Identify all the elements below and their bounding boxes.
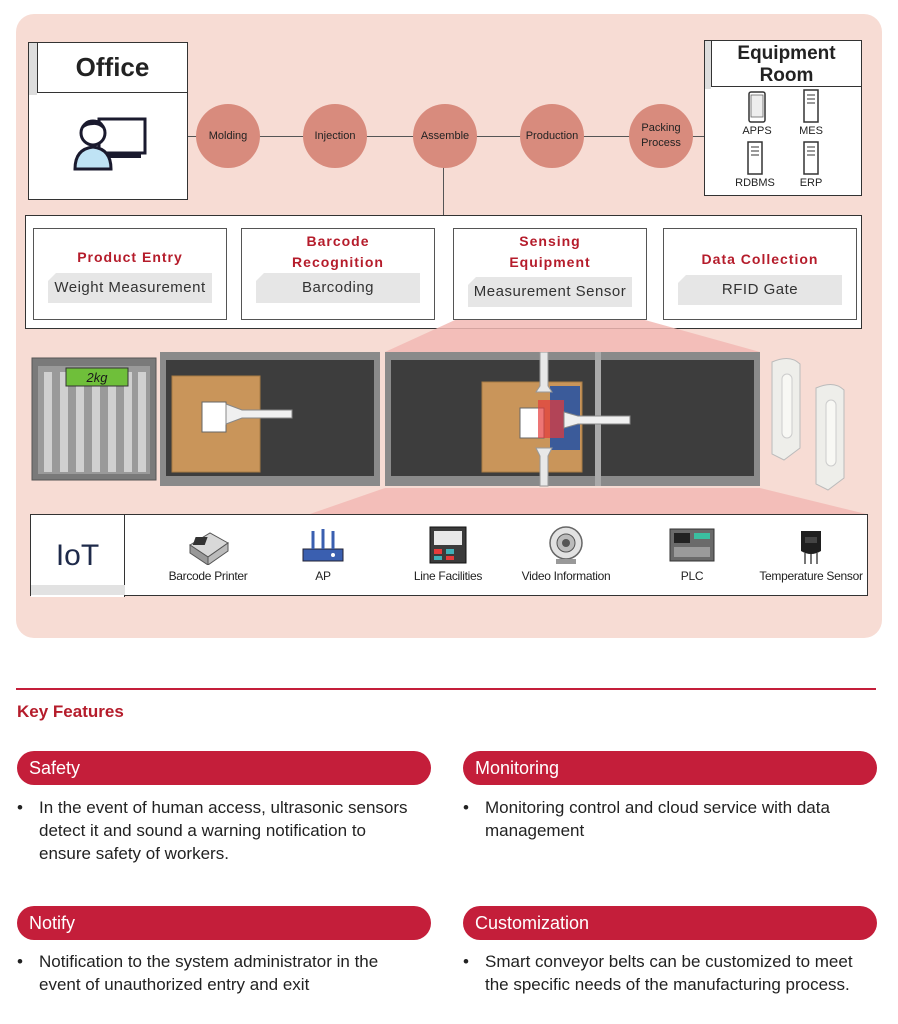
router-icon <box>302 529 344 562</box>
iot-item-video-information: Video Information <box>511 525 621 583</box>
stage-subtitle: RFID Gate <box>678 275 842 305</box>
bullet: • <box>463 798 469 817</box>
office-title: Office <box>37 43 187 93</box>
office-worker-icon <box>73 117 147 171</box>
feature-customization-body: • Smart conveyor belts can be customized… <box>463 952 853 994</box>
bullet: • <box>17 798 23 817</box>
stage-subtitle: Weight Measurement <box>48 273 212 303</box>
feature-notify-header: Notify <box>17 906 431 940</box>
control-panel-icon <box>429 526 467 564</box>
stages-box: Product Entry Weight Measurement Barcode… <box>25 215 862 329</box>
iot-label-bar <box>31 585 125 595</box>
server-icon <box>803 141 819 175</box>
equipment-rdbms: RDBMS <box>725 141 785 189</box>
feature-monitoring-body: • Monitoring control and cloud service w… <box>463 798 830 840</box>
iot-item-ap: AP <box>268 525 378 583</box>
conveyor-belt-left <box>160 352 380 486</box>
process-step-injection: Injection <box>303 104 367 168</box>
feature-customization-header: Customization <box>463 906 877 940</box>
equipment-mes: MES <box>781 89 841 137</box>
key-features-title: Key Features <box>17 702 124 721</box>
scale-display: 2kg <box>86 370 109 385</box>
office-tab-shadow <box>29 43 37 95</box>
stage-product-entry: Product Entry Weight Measurement <box>33 228 227 320</box>
bullet: • <box>17 952 23 971</box>
office-box: Office <box>28 42 188 200</box>
scale-icon <box>31 357 157 481</box>
process-step-production: Production <box>520 104 584 168</box>
stage-subtitle: Barcoding <box>256 273 420 303</box>
process-step-molding: Molding <box>196 104 260 168</box>
iot-item-temperature-sensor: Temperature Sensor <box>753 525 869 583</box>
feature-safety-body: • In the event of human access, ultrason… <box>17 798 408 863</box>
equipment-erp: ERP <box>781 141 841 189</box>
equipment-tab-shadow <box>705 41 711 89</box>
stage-title: Product Entry <box>77 249 183 265</box>
iot-box: IoT Barcode Printer AP Line Facilities V… <box>30 514 869 597</box>
rfid-gate-icon <box>771 358 845 491</box>
temperature-sensor-icon <box>801 531 821 564</box>
camera-icon <box>549 526 583 564</box>
bullet: • <box>463 952 469 971</box>
stage-title: Data Collection <box>701 251 819 267</box>
process-connector-line <box>443 166 444 216</box>
conveyor-illustration: 2kg <box>31 352 845 491</box>
feature-monitoring-header: Monitoring <box>463 751 877 785</box>
iot-item-line-facilities: Line Facilities <box>393 525 503 583</box>
feature-safety-header: Safety <box>17 751 431 785</box>
stage-subtitle: Measurement Sensor <box>468 277 632 307</box>
feature-notify-body: • Notification to the system administrat… <box>17 952 379 994</box>
plc-icon <box>669 528 715 562</box>
process-step-assemble: Assemble <box>413 104 477 168</box>
equipment-apps: APPS <box>727 91 787 137</box>
server-icon <box>747 141 763 175</box>
section-divider <box>16 688 876 690</box>
printer-icon <box>189 532 229 565</box>
stage-data-collection: Data Collection RFID Gate <box>663 228 857 320</box>
phone-icon <box>748 91 766 123</box>
conveyor-belt-right <box>385 352 760 487</box>
server-icon <box>803 89 819 123</box>
iot-item-barcode-printer: Barcode Printer <box>153 525 263 583</box>
iot-item-plc: PLC <box>637 525 747 583</box>
iot-label: IoT <box>31 515 125 597</box>
